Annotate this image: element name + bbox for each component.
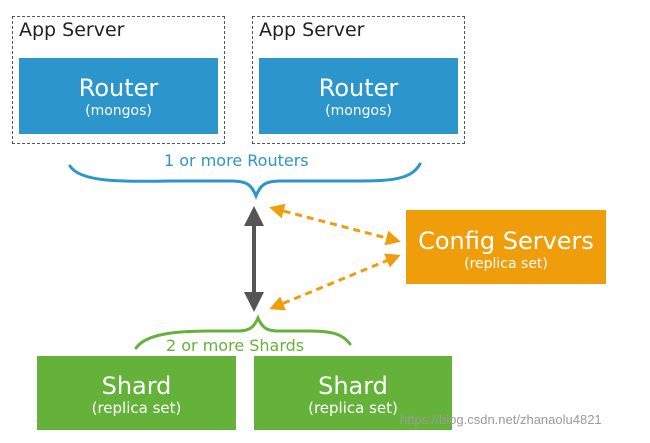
shard-title: Shard <box>101 372 172 400</box>
router-box-1: Router (mongos) <box>19 58 218 134</box>
shard-box-2: Shard (replica set) <box>254 356 452 430</box>
router-config-arrow <box>269 203 401 246</box>
shard-config-arrow <box>269 253 401 311</box>
router-subtitle: (mongos) <box>325 103 392 120</box>
routers-brace <box>68 162 422 201</box>
shard-box-1: Shard (replica set) <box>37 356 236 430</box>
config-subtitle: (replica set) <box>464 256 548 273</box>
shard-subtitle: (replica set) <box>91 399 182 418</box>
shards-brace <box>134 314 352 350</box>
router-subtitle: (mongos) <box>85 103 152 120</box>
router-title: Router <box>318 74 399 102</box>
router-box-2: Router (mongos) <box>259 58 458 134</box>
routers-caption: 1 or more Routers <box>164 151 309 170</box>
config-servers-box: Config Servers (replica set) <box>406 210 606 284</box>
app-server-label: App Server <box>19 19 125 41</box>
shard-subtitle: (replica set) <box>308 399 398 418</box>
watermark: https://blog.csdn.net/zhanaolu4821 <box>400 412 602 427</box>
shards-caption: 2 or more Shards <box>166 336 305 355</box>
app-server-label: App Server <box>259 19 365 41</box>
config-title: Config Servers <box>418 227 594 255</box>
router-title: Router <box>78 74 159 102</box>
shard-title: Shard <box>318 372 388 400</box>
